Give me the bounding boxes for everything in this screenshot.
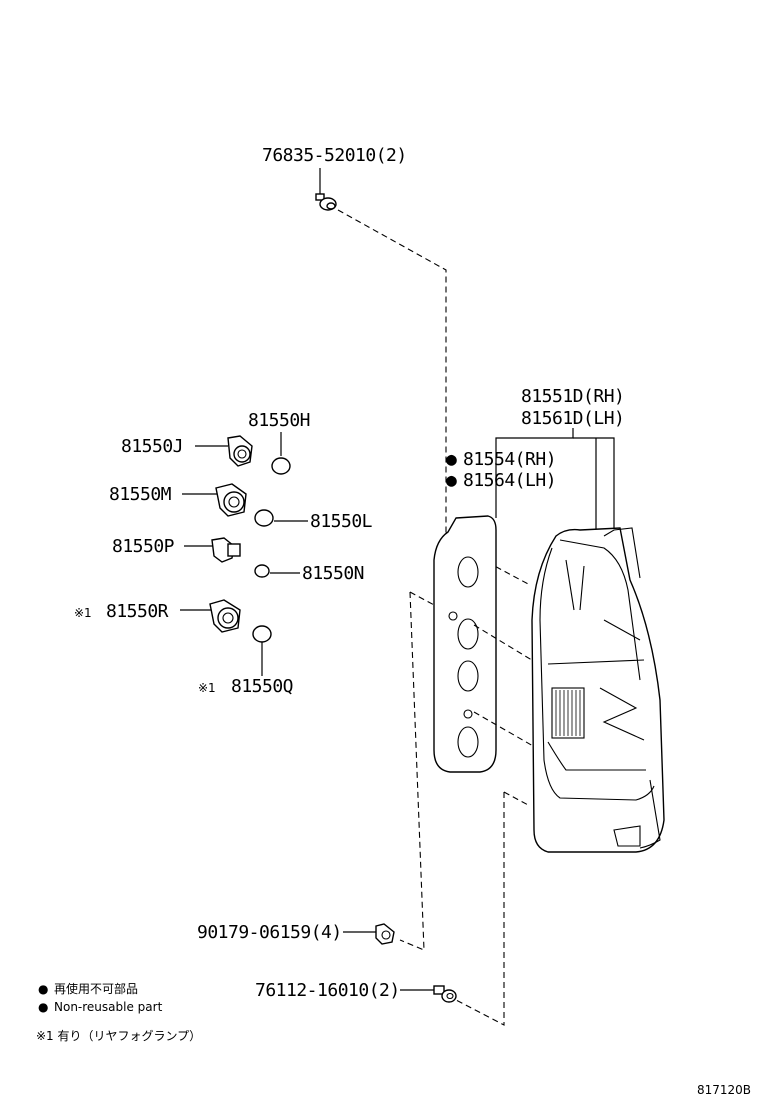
label-socket-p: 81550P — [112, 536, 175, 557]
ref-mark-bulb-q: ※1 — [198, 681, 216, 695]
lamp-reflector — [551, 687, 585, 739]
gasket-hole-1 — [457, 556, 479, 588]
label-bulb-h: 81550H — [248, 410, 310, 431]
label-bulb-l: 81550L — [310, 511, 373, 532]
legend-non-reusable-jp: 再使用不可部品 — [54, 981, 138, 996]
socket-j-part[interactable] — [227, 435, 253, 467]
dashline-screw-top — [503, 791, 531, 807]
ref-mark-socket-r: ※1 — [74, 606, 92, 620]
nut-part[interactable] — [375, 923, 395, 945]
gasket-hole-3 — [457, 660, 479, 692]
legend-bullet-jp: ● — [38, 982, 48, 996]
label-gasket-rh: 81554(RH) — [463, 449, 556, 470]
gasket-hole-2 — [457, 618, 479, 650]
dashline-nut — [399, 591, 425, 951]
leader-lamp-assy — [573, 437, 615, 530]
dashline-gasket-2 — [473, 711, 541, 751]
socket-r-part[interactable] — [209, 599, 241, 633]
gasket-screw-hole-2 — [463, 709, 473, 719]
legend-bullet-en: ● — [38, 1000, 48, 1014]
label-lamp-assy-rh: 81551D(RH) — [521, 386, 624, 407]
label-nut: 90179-06159(4) — [197, 922, 342, 943]
bulb-l-part[interactable] — [254, 509, 274, 527]
label-lamp-assy-lh: 81561D(LH) — [521, 408, 624, 429]
clip-top-part[interactable] — [315, 193, 337, 211]
gasket-part[interactable] — [433, 515, 497, 773]
label-socket-m: 81550M — [109, 484, 172, 505]
socket-p-part[interactable] — [211, 537, 241, 563]
dashline-screw — [455, 792, 505, 1026]
dashline-gasket-1 — [473, 624, 541, 666]
bulb-n-part[interactable] — [254, 564, 270, 578]
socket-m-part[interactable] — [215, 483, 247, 517]
label-socket-r: 81550R — [106, 601, 169, 622]
tail-lamp-part[interactable] — [531, 527, 665, 853]
dashline-gasket-3 — [409, 591, 437, 607]
legend-footnote: ※1 有り（リヤフォグランプ） — [36, 1029, 201, 1043]
leader-gasket — [495, 428, 574, 518]
dot-gasket-rh: ● — [446, 449, 457, 470]
label-gasket-lh: 81564(LH) — [463, 470, 556, 491]
label-clip-top: 76835-52010(2) — [262, 145, 407, 166]
label-socket-j: 81550J — [121, 436, 183, 457]
label-bulb-q: 81550Q — [231, 676, 293, 697]
dot-gasket-lh: ● — [446, 470, 457, 491]
gasket-hole-4 — [457, 726, 479, 758]
label-bulb-n: 81550N — [302, 563, 364, 584]
screw-part[interactable] — [433, 985, 457, 1003]
label-screw: 76112-16010(2) — [255, 980, 400, 1001]
diagram-id: 817120B — [697, 1083, 751, 1097]
legend-non-reusable-en: Non-reusable part — [54, 1000, 163, 1014]
bulb-q-part[interactable] — [252, 625, 272, 643]
gasket-screw-hole-1 — [448, 611, 458, 621]
bulb-h-part[interactable] — [271, 457, 291, 475]
